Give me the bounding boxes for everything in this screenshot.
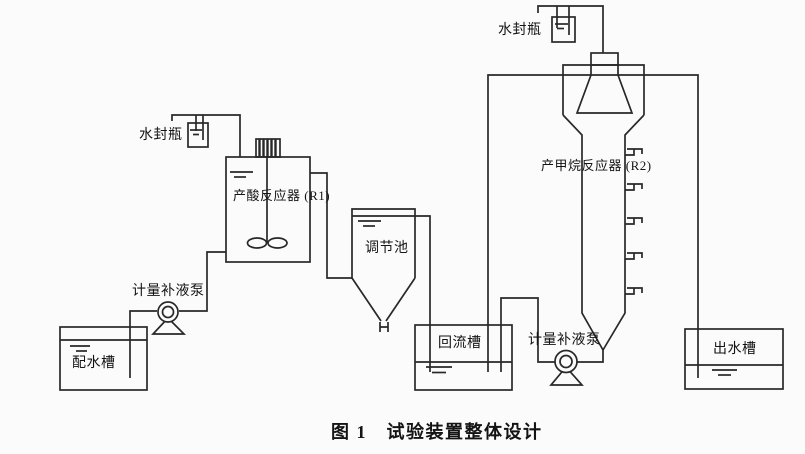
metering-pump-right-label: 计量补液泵 bbox=[528, 333, 601, 348]
gas-hood-icon bbox=[575, 65, 634, 114]
water-level-icon bbox=[230, 171, 253, 178]
water-level-icon bbox=[426, 366, 452, 374]
water-level-icon bbox=[712, 369, 737, 376]
water-seal-right-label: 水封瓶 bbox=[498, 23, 542, 38]
regulating-overflow-pipe bbox=[415, 215, 431, 372]
sampling-valve-icon bbox=[625, 183, 643, 191]
sampling-valve-icon bbox=[625, 287, 643, 295]
stirrer-impeller-icon bbox=[246, 157, 288, 249]
metering-pump-left-icon bbox=[151, 301, 187, 335]
recirculation-suction-pipe bbox=[500, 297, 555, 372]
stirrer-motor-icon bbox=[255, 138, 281, 158]
methane-reactor-label: 产甲烷反应器 (R2) bbox=[541, 158, 652, 173]
regulating-tank-label: 调节池 bbox=[365, 241, 409, 256]
figure-caption: 图 1 试验装置整体设计 bbox=[331, 422, 543, 442]
feed-pipe bbox=[129, 251, 226, 378]
effluent-tank-vessel bbox=[684, 328, 784, 390]
feed-tank-label: 配水槽 bbox=[72, 356, 116, 371]
sampling-valve-icon bbox=[625, 217, 643, 225]
metering-pump-left-label: 计量补液泵 bbox=[132, 284, 205, 299]
acid-reactor-label: 产酸反应器 (R1) bbox=[233, 188, 331, 203]
sampling-valve-icon bbox=[625, 148, 643, 156]
water-seal-bottle-left-icon bbox=[187, 122, 209, 148]
water-level-icon bbox=[70, 345, 90, 352]
regulating-tank-vessel bbox=[351, 208, 416, 332]
water-seal-bottle-right-icon bbox=[551, 16, 576, 43]
feed-tank-vessel bbox=[59, 326, 148, 391]
pump-discharge-pipe bbox=[577, 350, 604, 363]
reflux-tank-vessel bbox=[414, 324, 513, 391]
reflux-tank-label: 回流槽 bbox=[438, 336, 482, 351]
r2-gas-pipe bbox=[537, 5, 604, 53]
sampling-valve-icon bbox=[625, 252, 643, 260]
drain-stub-icon bbox=[379, 322, 389, 332]
r2-overflow-pipes bbox=[487, 74, 699, 378]
metering-pump-right-icon bbox=[549, 349, 584, 386]
r1-outlet-pipe bbox=[310, 172, 352, 279]
water-level-icon bbox=[358, 220, 381, 227]
effluent-tank-label: 出水槽 bbox=[713, 342, 757, 357]
acid-reactor-r1-vessel bbox=[225, 138, 311, 263]
water-seal-left-label: 水封瓶 bbox=[139, 128, 183, 143]
methane-reactor-r2-vessel bbox=[562, 52, 645, 351]
